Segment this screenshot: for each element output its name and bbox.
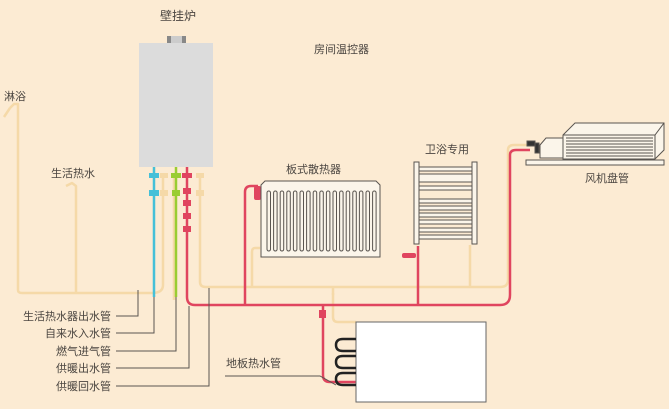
radiator-fin (312, 190, 318, 252)
towel-radiator (413, 161, 478, 245)
radiator-fin (325, 190, 331, 252)
radiator-fin (286, 190, 291, 252)
towel-bar (418, 166, 473, 172)
legend-gas-inlet: 燃气进气管 (56, 345, 111, 358)
radiator-fin (306, 190, 311, 252)
radiator-fin (319, 190, 324, 252)
heating-supply-pipe (185, 148, 530, 384)
radiator-supply-pipe (243, 184, 258, 305)
floor-heating-panel (334, 321, 487, 403)
legend-leaders (116, 288, 337, 387)
radiator-fin (292, 190, 298, 252)
towel-valve (402, 253, 416, 258)
towel-bar (418, 234, 473, 240)
radiator-fin (266, 190, 271, 252)
towel-bar (418, 185, 473, 191)
legend-heating-supply: 供暖出水管 (56, 362, 111, 375)
fan-coil-unit (525, 122, 665, 166)
radiator-return-pipe (250, 246, 260, 287)
legend-dhw-outlet: 生活热水器出水管 (23, 310, 111, 323)
panel-radiator (260, 180, 381, 258)
radiator-fin (339, 190, 344, 252)
boiler-label: 壁挂炉 (160, 9, 197, 23)
gas-pipe (171, 167, 181, 297)
thermostat-label: 房间温控器 (314, 43, 369, 56)
return-pipe (198, 143, 528, 289)
dhw-tap-pipe (65, 181, 78, 293)
towel-bar (418, 227, 473, 233)
radiator-fin (372, 190, 377, 252)
floor-return-pipe (331, 293, 356, 324)
floor-valve (319, 310, 326, 318)
shower-head-icon (2, 107, 12, 118)
towel-bar (418, 212, 473, 218)
legend-cold-inlet: 自来水入水管 (45, 327, 111, 340)
radiator-fin (352, 190, 357, 252)
floor-heating-label: 地板热水管 (226, 357, 281, 370)
radiator-valve (254, 186, 261, 200)
fan-coil-label: 风机盘管 (585, 172, 629, 185)
radiator-fin (332, 190, 337, 252)
towel-bar (418, 205, 473, 211)
radiator-fin (279, 190, 285, 252)
shower-pipe (9, 102, 165, 295)
cold-water-pipe (149, 167, 159, 297)
radiator-fin (365, 190, 370, 252)
radiator-fin (299, 190, 304, 252)
dhw-label: 生活热水 (51, 167, 95, 180)
floor-supply-pipe (321, 305, 356, 384)
beige-pipes (2, 102, 528, 324)
legend-heating-return: 供暖回水管 (56, 380, 111, 393)
radiator-fin (358, 190, 364, 252)
panel-radiator-label: 板式散热器 (286, 163, 341, 176)
radiator-fin (345, 190, 351, 252)
towel-bar (418, 219, 473, 225)
radiator-fin (273, 190, 278, 252)
towel-bar (418, 173, 473, 183)
shower-label: 淋浴 (4, 90, 26, 103)
towel-radiator-label: 卫浴专用 (425, 143, 469, 156)
boiler-body (139, 43, 213, 167)
towel-bar (418, 198, 473, 204)
